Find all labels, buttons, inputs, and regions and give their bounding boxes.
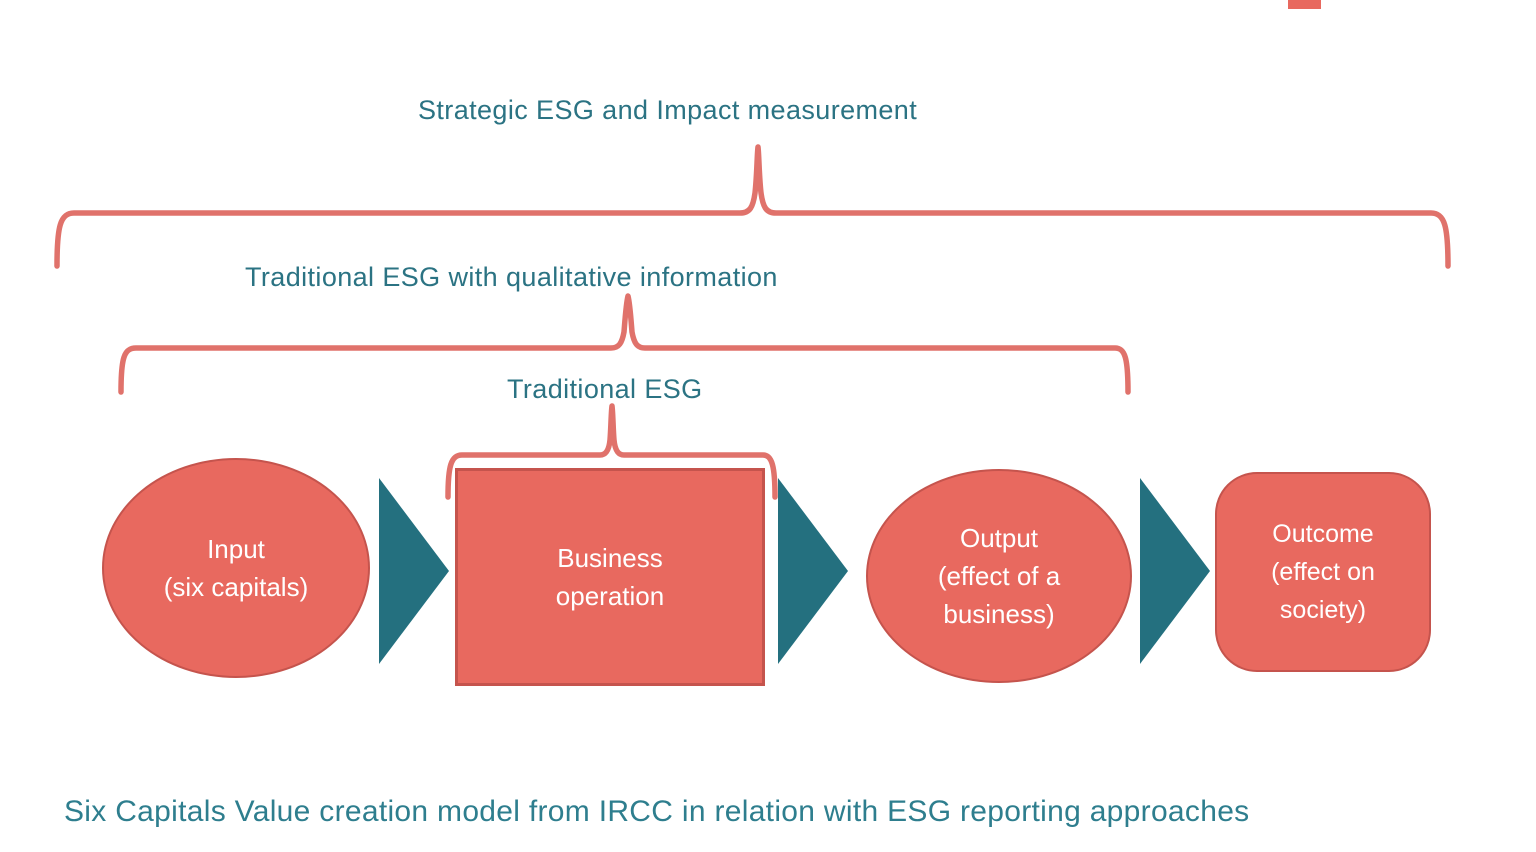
input-line-1: Input xyxy=(207,534,265,564)
output-line-3: business) xyxy=(943,599,1055,629)
output-ellipse: Output (effect of a business) xyxy=(866,469,1132,683)
outcome-box: Outcome (effect on society) xyxy=(1215,472,1431,672)
right-arrow-icon xyxy=(1140,478,1210,664)
input-line-2: (six capitals) xyxy=(163,572,309,602)
outcome-line-3: society) xyxy=(1279,596,1367,624)
strategic-esg-title: Strategic ESG and Impact measurement xyxy=(418,95,918,125)
business-line-2: operation xyxy=(555,581,665,611)
right-arrow-icon xyxy=(778,478,848,664)
brace-strategic xyxy=(54,144,1451,269)
output-line-2: (effect of a xyxy=(937,561,1061,591)
traditional-qualitative-title: Traditional ESG with qualitative informa… xyxy=(245,262,778,292)
business-line-1: Business xyxy=(557,543,663,573)
outcome-line-1: Outcome xyxy=(1272,520,1374,548)
top-right-accent-bar xyxy=(1288,0,1321,9)
outcome-line-2: (effect on xyxy=(1271,558,1375,586)
brace-traditional-qualitative xyxy=(118,293,1131,395)
right-arrow-icon xyxy=(379,478,449,664)
traditional-esg-title: Traditional ESG xyxy=(507,374,703,404)
business-operation-box: Business operation xyxy=(455,468,765,686)
brace-traditional xyxy=(445,403,778,500)
input-ellipse: Input (six capitals) xyxy=(102,458,370,678)
output-line-1: Output xyxy=(959,523,1039,553)
figure-caption: Six Capitals Value creation model from I… xyxy=(64,795,1250,828)
